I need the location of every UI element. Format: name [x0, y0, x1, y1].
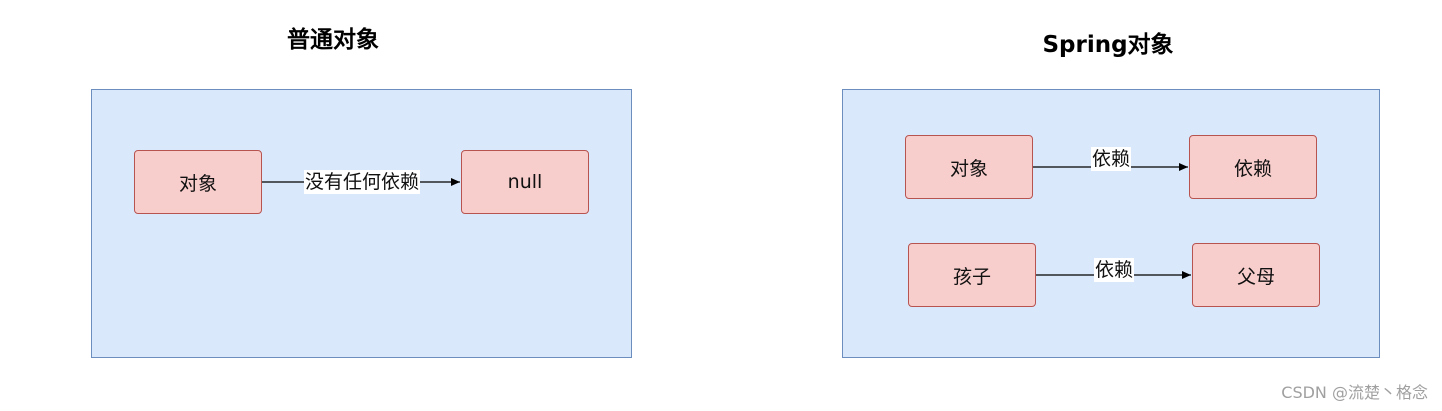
right-row1-target-node: 依赖: [1189, 135, 1317, 199]
left-target-node: null: [461, 150, 589, 214]
left-edge-label: 没有任何依赖: [303, 170, 421, 194]
right-panel-container: [842, 89, 1380, 358]
left-panel-title: 普通对象: [287, 27, 379, 53]
left-panel-container: [91, 89, 632, 358]
right-row2-source-node: 孩子: [908, 243, 1036, 307]
right-row1-edge-label: 依赖: [1090, 147, 1132, 171]
right-panel-title: Spring对象: [1042, 32, 1174, 58]
watermark: CSDN @流楚丶格念: [1281, 383, 1428, 402]
right-row2-target-node: 父母: [1192, 243, 1320, 307]
left-source-node: 对象: [134, 150, 262, 214]
right-row2-edge-label: 依赖: [1093, 258, 1135, 282]
right-row1-source-node: 对象: [905, 135, 1033, 199]
